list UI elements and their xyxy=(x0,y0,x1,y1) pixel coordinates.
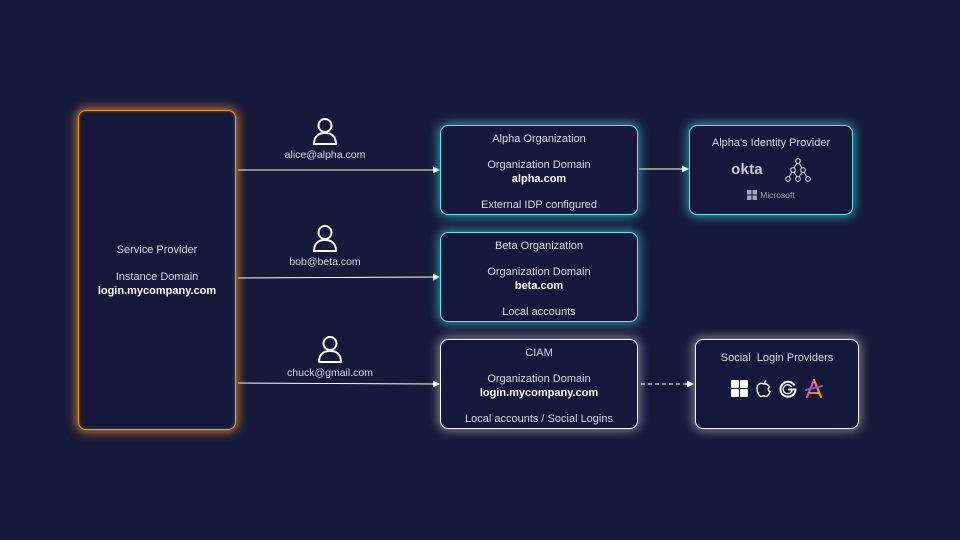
arrow-sp-to-ciam xyxy=(237,380,440,388)
org-domain-value: login.mycompany.com xyxy=(479,387,599,399)
org-title: CIAM xyxy=(525,347,553,359)
idp-title: Alpha's Identity Provider xyxy=(711,137,831,149)
org-domain-value: beta.com xyxy=(514,280,564,292)
okta-logo: okta xyxy=(731,161,763,178)
user-icon xyxy=(318,336,342,363)
org-hierarchy-icon xyxy=(784,158,811,182)
user-icon xyxy=(313,118,337,145)
org-note: External IDP configured xyxy=(481,199,597,211)
user-bob: bob@beta.com xyxy=(265,224,385,268)
apple-logo xyxy=(755,380,771,398)
service-provider-box: Service Provider Instance Domain login.m… xyxy=(78,110,236,430)
windows-logo xyxy=(730,380,748,397)
user-email: bob@beta.com xyxy=(289,256,361,268)
ciam-organization-box: CIAM Organization Domain login.mycompany… xyxy=(440,339,638,429)
social-title: Social Login Providers xyxy=(720,352,834,364)
identity-provider-box: Alpha's Identity Provider okta Microsoft xyxy=(689,125,853,215)
alpha-organization-box: Alpha Organization Organization Domain a… xyxy=(440,125,638,215)
microsoft-label: Microsoft xyxy=(760,190,795,200)
org-title: Alpha Organization xyxy=(492,133,586,145)
service-provider-title: Service Provider xyxy=(116,243,198,256)
microsoft-logo: Microsoft xyxy=(747,188,795,202)
org-note: Local accounts xyxy=(502,306,576,318)
social-login-providers-box: Social Login Providers xyxy=(695,339,859,429)
user-chuck: chuck@gmail.com xyxy=(270,335,390,379)
microsoft-squares-icon xyxy=(747,190,758,200)
multicolor-a-logo xyxy=(804,379,823,398)
org-domain-label: Organization Domain xyxy=(487,373,591,385)
instance-domain-value: login.mycompany.com xyxy=(97,284,217,297)
google-logo xyxy=(779,380,797,398)
instance-domain-label: Instance Domain xyxy=(115,270,199,283)
org-title: Beta Organization xyxy=(494,240,584,252)
arrow-sp-to-beta xyxy=(237,273,440,281)
user-email: chuck@gmail.com xyxy=(287,367,373,379)
user-email: alice@alpha.com xyxy=(284,149,366,161)
beta-organization-box: Beta Organization Organization Domain be… xyxy=(440,232,638,322)
org-domain-label: Organization Domain xyxy=(487,266,591,278)
user-icon xyxy=(313,225,337,252)
user-alice: alice@alpha.com xyxy=(265,117,385,161)
org-note: Local accounts / Social Logins xyxy=(465,413,613,425)
org-domain-label: Organization Domain xyxy=(487,159,591,171)
org-domain-value: alpha.com xyxy=(511,173,567,185)
